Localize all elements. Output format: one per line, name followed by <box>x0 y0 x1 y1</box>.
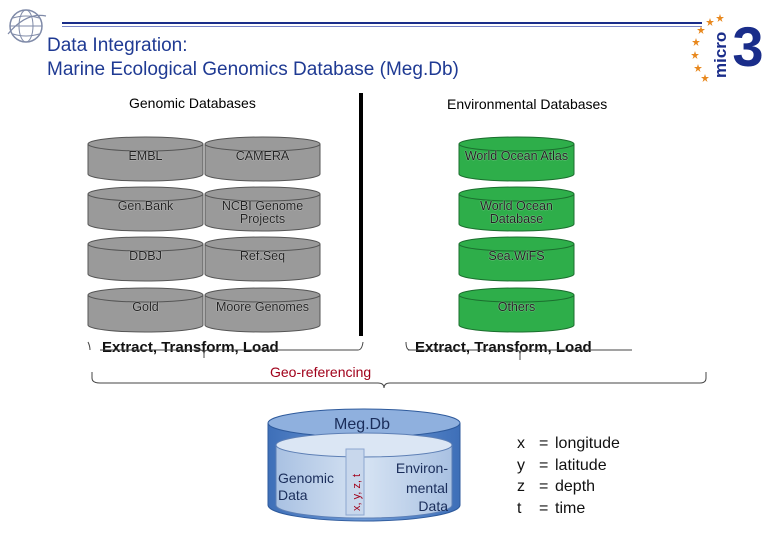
slide-title: Data Integration: Marine Ecological Geno… <box>47 34 459 82</box>
db-label: CAMERA <box>235 149 290 163</box>
megdb-env-1: Environ- <box>396 460 448 476</box>
genomic-db-cylinder: DDBJ <box>87 236 204 282</box>
environmental-header: Environmental Databases <box>447 96 608 112</box>
column-divider <box>359 93 363 336</box>
globe-icon <box>7 9 47 43</box>
genomic-db-cylinder: Moore Genomes <box>204 287 321 333</box>
db-label: NCBI Genome Projects <box>221 199 304 226</box>
environmental-db-cylinder: Sea.WiFS <box>458 236 575 282</box>
genomic-db-cylinder: EMBL <box>87 136 204 182</box>
equals-sign: = <box>539 478 549 495</box>
megdb-name: Meg.Db <box>334 416 390 433</box>
db-label: Moore Genomes <box>215 300 310 314</box>
legend-var: x <box>517 435 525 452</box>
micro3-logo: 3 micro <box>691 14 764 82</box>
legend-row-x: x = longitude <box>517 433 620 455</box>
equals-sign: = <box>539 435 549 452</box>
genomic-db-cylinder: Ref.Seq <box>204 236 321 282</box>
db-label: EMBL <box>128 149 163 163</box>
legend-var: z <box>517 478 525 495</box>
megdb-cylinder: Meg.Db Genomic Data x, y, z, t Environ- … <box>267 408 461 522</box>
legend-meaning: depth <box>555 478 596 495</box>
legend-meaning: longitude <box>555 435 620 452</box>
legend-var: t <box>517 499 522 517</box>
brace-lines <box>87 341 707 389</box>
header-rule <box>62 22 702 24</box>
equals-sign: = <box>539 499 549 517</box>
legend-row-t: t = time <box>517 498 620 520</box>
star-ring-icon <box>691 14 724 82</box>
legend-row-z: z = depth <box>517 476 620 498</box>
logo-text: micro <box>711 32 730 78</box>
megdb-env-3: Data <box>418 498 448 514</box>
megdb-axes: x, y, z, t <box>351 474 363 511</box>
georeferencing-label: Geo-referencing <box>268 364 374 380</box>
db-label: Others <box>497 300 536 314</box>
db-label: World Ocean Database <box>480 199 553 226</box>
title-line-1: Data Integration: <box>47 35 188 56</box>
genomic-db-cylinder: Gen.Bank <box>87 186 204 232</box>
db-label: Ref.Seq <box>239 249 286 263</box>
genomic-db-cylinder: NCBI Genome Projects <box>204 186 321 232</box>
etl-right: Extract, Transform, Load <box>413 339 594 356</box>
environmental-db-cylinder: Others <box>458 287 575 333</box>
genomic-db-cylinder: Gold <box>87 287 204 333</box>
genomic-db-cylinder: CAMERA <box>204 136 321 182</box>
db-label: Sea.WiFS <box>488 249 545 263</box>
legend-var: y <box>517 456 525 474</box>
variable-legend: x = longitude y = latitude z = depth t = time <box>517 433 620 519</box>
db-label: Gen.Bank <box>117 199 174 213</box>
header-rule-thin <box>62 26 702 27</box>
megdb-genomic-2: Data <box>278 487 308 503</box>
db-label: Gold <box>132 300 159 314</box>
megdb-env-2: mental <box>406 480 448 496</box>
genomic-header: Genomic Databases <box>129 95 256 111</box>
db-label: World Ocean Atlas <box>464 149 569 163</box>
legend-row-y: y = latitude <box>517 455 620 477</box>
environmental-db-cylinder: World Ocean Atlas <box>458 136 575 182</box>
equals-sign: = <box>539 456 549 474</box>
environmental-db-cylinder: World Ocean Database <box>458 186 575 232</box>
db-label: DDBJ <box>129 249 162 263</box>
logo-number: 3 <box>732 15 763 78</box>
legend-meaning: latitude <box>555 456 607 474</box>
megdb-genomic-1: Genomic <box>278 470 334 486</box>
etl-left: Extract, Transform, Load <box>100 339 281 356</box>
legend-meaning: time <box>555 499 586 517</box>
title-line-2: Marine Ecological Genomics Database (Meg… <box>47 59 459 80</box>
